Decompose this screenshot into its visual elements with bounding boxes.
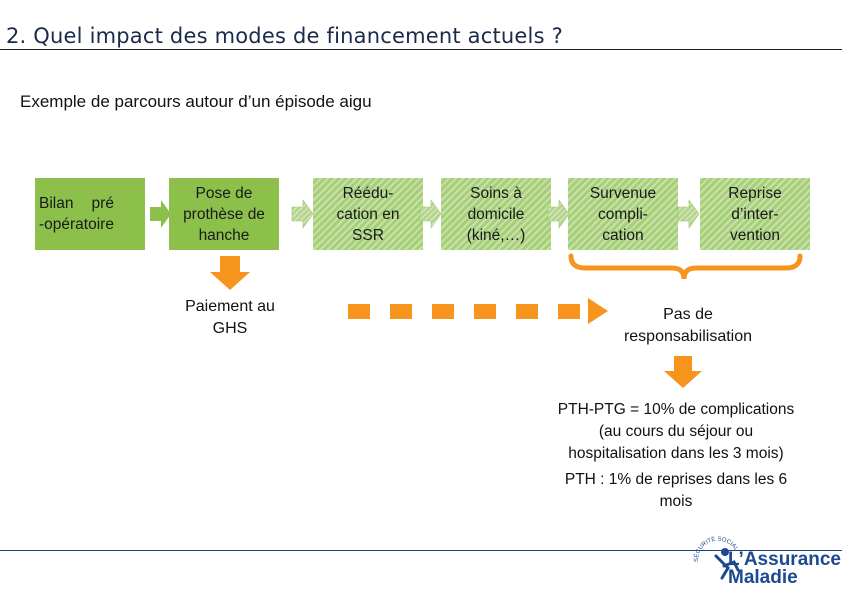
arrow-down-icon	[210, 256, 250, 290]
arrow-right-icon	[547, 199, 570, 229]
step-soins-domicile: Soins à domicile (kiné,…)	[441, 178, 551, 250]
slide-subtitle: Exemple de parcours autour d’un épisode …	[20, 92, 372, 111]
no-responsibility-label: Pas de responsabilisation	[623, 306, 753, 345]
arrow-head-icon	[588, 298, 608, 324]
dash-segment	[474, 304, 496, 319]
footer-rule	[0, 550, 842, 551]
step-pose-prothese: Pose de prothèse de hanche	[169, 178, 279, 250]
step-bilan-preoperatoire: Bilan pré -opératoire	[35, 178, 145, 250]
dash-segment	[558, 304, 580, 319]
dash-segment	[432, 304, 454, 319]
arrow-right-icon	[150, 200, 171, 228]
arrow-right-icon	[677, 199, 700, 229]
logo-seal-icon: SÉCURITÉ SOCIALE	[684, 522, 740, 580]
dash-segment	[390, 304, 412, 319]
step-survenue-complication: Survenue compli- cation	[568, 178, 678, 250]
payment-label: Paiement au GHS	[185, 298, 275, 337]
brace-shape	[568, 253, 803, 280]
stat-reprises: PTH : 1% de reprises dans les 6 mois	[564, 471, 788, 510]
assurance-maladie-logo: SÉCURITÉ SOCIALE L’Assurance Maladie	[684, 522, 841, 588]
step-reprise-intervention: Reprise d’inter- vention	[700, 178, 810, 250]
arrow-down-icon	[664, 356, 702, 388]
arrow-right-icon	[291, 199, 314, 229]
logo-name-line2: Maladie	[728, 567, 798, 588]
dash-segment	[348, 304, 370, 319]
logo-name-line1: L’Assurance	[728, 549, 841, 570]
step-reeducation-ssr: Réédu- cation en SSR	[313, 178, 423, 250]
dash-segment	[516, 304, 538, 319]
arrow-right-icon	[419, 199, 442, 229]
stat-complications: PTH-PTG = 10% de complications (au cours…	[557, 401, 795, 462]
title-underline	[0, 49, 842, 50]
slide-title: 2. Quel impact des modes de financement …	[6, 24, 563, 48]
